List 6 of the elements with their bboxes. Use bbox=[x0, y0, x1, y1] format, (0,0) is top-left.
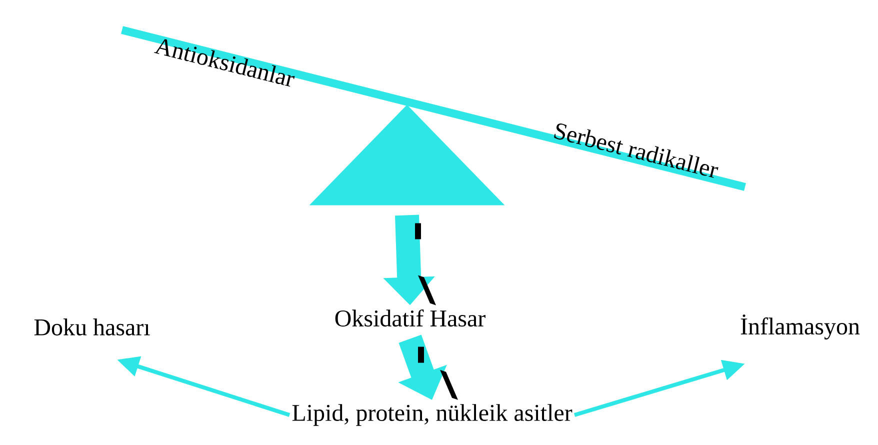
node-label: İnflamasyon bbox=[740, 314, 860, 340]
beam-label: Serbest radikaller bbox=[554, 124, 718, 178]
node-label: Oksidatif Hasar bbox=[335, 309, 486, 327]
node-label: Doku hasarı bbox=[34, 318, 150, 336]
fulcrum-triangle bbox=[309, 104, 505, 206]
node-label: Lipid, protein, nükleik asitler bbox=[292, 404, 572, 426]
